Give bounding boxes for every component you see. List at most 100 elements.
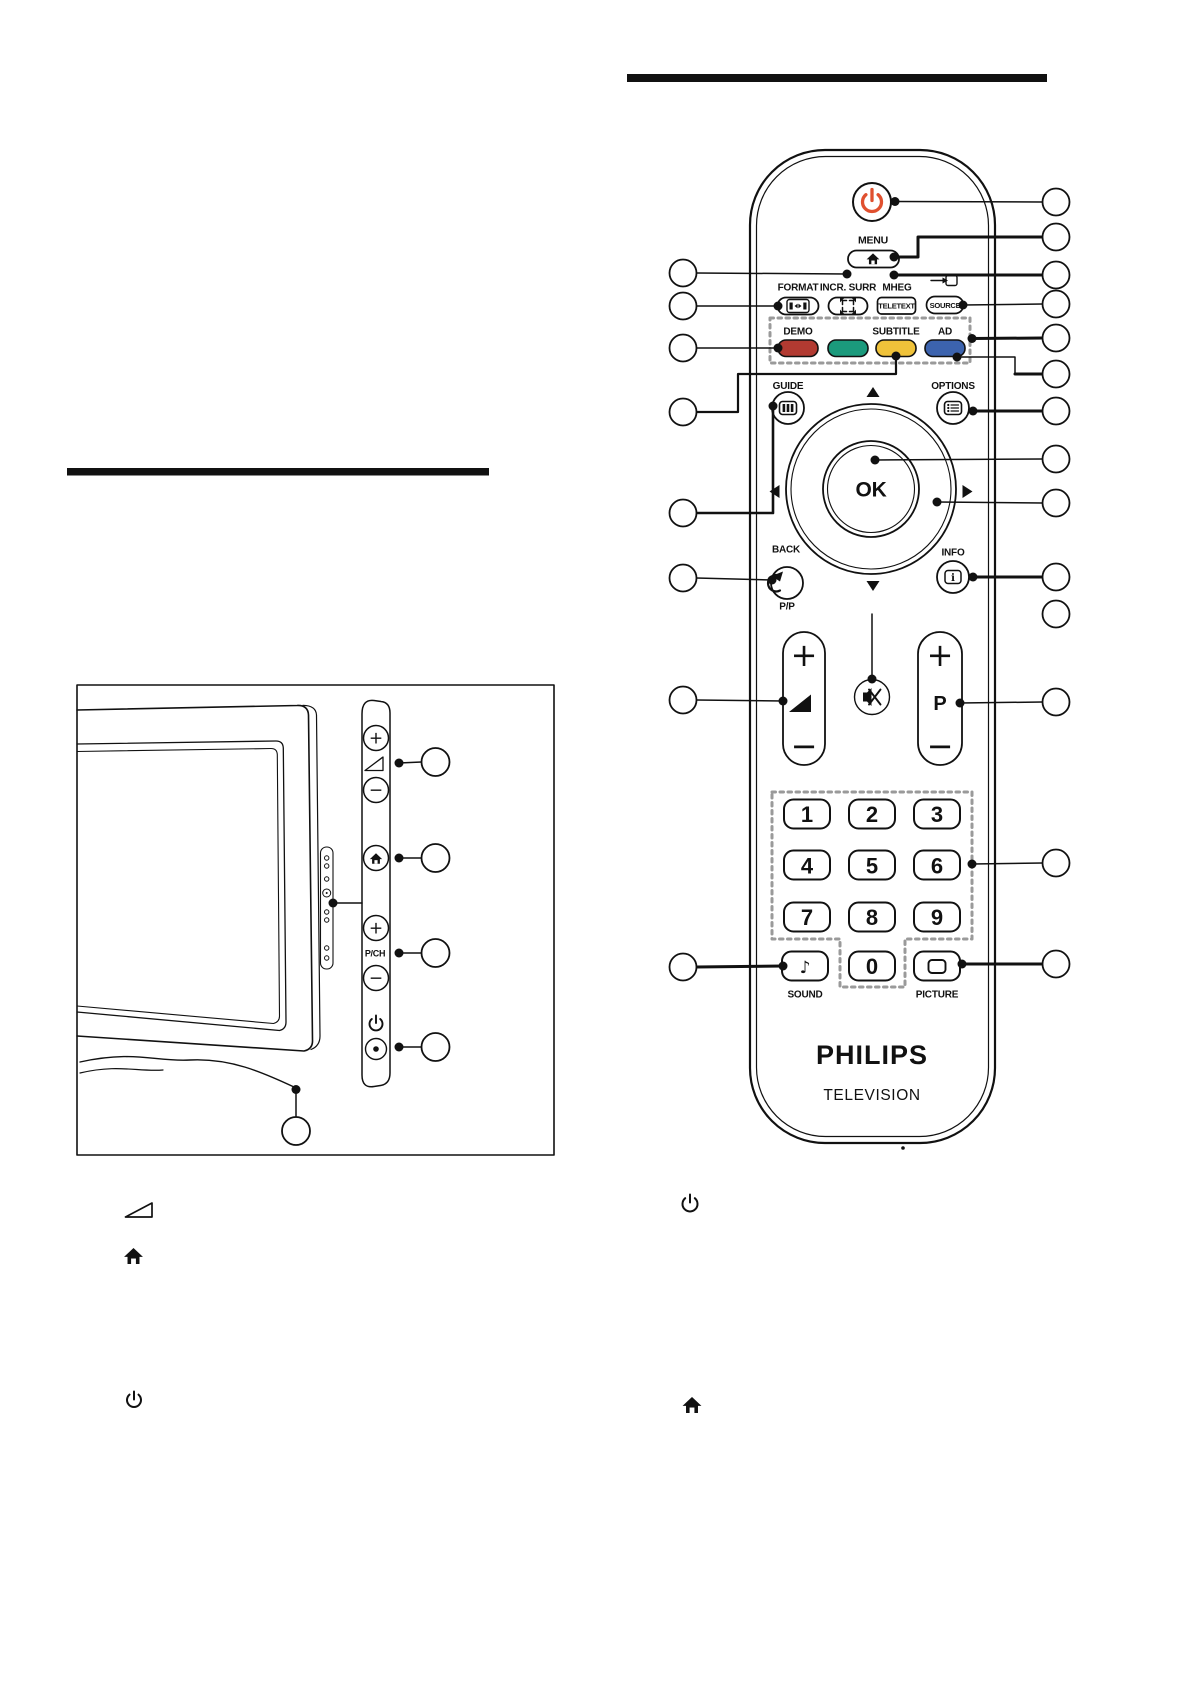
digit-keys [783, 798, 961, 982]
digit-1: 1 [801, 802, 813, 827]
callout-circle [668, 563, 698, 593]
home-legend-icon [124, 1247, 143, 1265]
options-icon [943, 400, 963, 416]
callout-circle [1041, 222, 1071, 252]
sound-note-icon: ♪ [800, 958, 811, 978]
callout-circle [668, 333, 698, 363]
digit-4: 4 [801, 854, 814, 879]
product-name: TELEVISION [823, 1087, 920, 1104]
tv-channel-minus: − [369, 969, 383, 989]
side-control-strip [361, 699, 391, 1088]
up-arrow-icon [866, 387, 880, 397]
tv-volume-plus: + [369, 729, 383, 749]
picture-icon [927, 959, 947, 974]
digit-key-5 [848, 849, 896, 881]
left-section-rule [67, 468, 489, 476]
back-label: BACK [772, 545, 801, 556]
right-arrow-icon [962, 485, 973, 498]
tv-volume-icon [364, 756, 384, 772]
volume-legend-icon [124, 1202, 153, 1218]
brand-logo: PHILIPS [816, 1040, 928, 1070]
tv-callout-circles [281, 747, 451, 1146]
red-key [777, 339, 819, 358]
tv-power-icon [368, 1018, 384, 1032]
program-minus-label: − [927, 727, 954, 765]
digit-key-9 [913, 901, 961, 933]
callout-circle [1041, 187, 1071, 217]
callout-circle [1041, 323, 1071, 353]
digit-5: 5 [866, 854, 878, 879]
tv-volume-up-button [362, 724, 390, 752]
callout-circle [1041, 848, 1071, 878]
tv-channel-down-button [362, 964, 390, 992]
tv-volume-down-button [362, 776, 390, 804]
options-label: OPTIONS [931, 381, 975, 392]
connector-icon [324, 917, 330, 923]
format-icon [786, 298, 810, 314]
format-label: FORMAT [778, 283, 819, 294]
pp-label: P/P [779, 602, 795, 613]
top-section-rule [627, 74, 1047, 82]
picture-label: PICTURE [916, 990, 959, 1001]
connector-icon [324, 863, 330, 869]
connector-icon [324, 855, 330, 861]
power-legend-icon-right [681, 1193, 699, 1213]
digit-key-1 [783, 798, 831, 830]
ok-button-inner [826, 444, 916, 534]
callout-circle [420, 747, 451, 777]
down-arrow-icon [866, 581, 880, 591]
digit-8: 8 [866, 905, 878, 930]
callout-circle [1041, 444, 1071, 474]
callout-circle [668, 498, 698, 528]
subtitle-label: SUBTITLE [872, 327, 920, 338]
tv-pch-label: P/CH [365, 949, 385, 959]
ad-label: AD [938, 327, 952, 338]
connector-icon [324, 909, 330, 915]
callout-circle [1041, 949, 1071, 979]
stray-dot [901, 1146, 905, 1150]
source-button-label: SOURCE [930, 301, 961, 310]
tv-power-button [364, 1037, 388, 1061]
power-legend-icon-left [126, 1390, 142, 1408]
menu-label: MENU [858, 235, 888, 247]
tv-callout-dots [291, 758, 404, 1094]
digit-9: 9 [931, 905, 943, 930]
callout-circle [1041, 687, 1071, 717]
menu-button [847, 249, 900, 269]
connector-icon [324, 955, 330, 961]
green-key [827, 339, 869, 358]
digit-0: 0 [866, 954, 878, 979]
callout-circle [668, 685, 698, 715]
tv-figure: + − + P/CH − [76, 684, 555, 1156]
demo-label: DEMO [783, 327, 813, 338]
digit-key-2 [848, 798, 896, 830]
digit-key-6 [913, 849, 961, 881]
connector-icon [324, 945, 330, 951]
incr-surround-button [827, 296, 869, 316]
number-pad-border [770, 790, 974, 989]
tv-callout-lines [295, 761, 423, 1118]
digit-key-4 [783, 849, 831, 881]
navigation-ring [785, 403, 957, 575]
digit-key-0 [848, 950, 896, 982]
remote-figure: MENU FORMAT INCR. SURR MHEG TELETEXT SOU… [668, 148, 1071, 1150]
tv-channel-plus: + [369, 919, 383, 939]
connector-icon [322, 888, 332, 898]
remote-body-inner [755, 155, 990, 1138]
callout-circle [668, 397, 698, 427]
callout-circle [1041, 562, 1071, 592]
teletext-button [876, 296, 917, 315]
digit-key-7 [783, 901, 831, 933]
volume-icon [789, 694, 811, 712]
program-rocker [917, 631, 963, 766]
sound-label: SOUND [787, 990, 822, 1001]
info-label: INFO [941, 548, 965, 559]
callout-circle [281, 1116, 311, 1146]
ok-label: OK [855, 479, 886, 502]
callout-circle [1041, 289, 1071, 319]
digit-6: 6 [931, 854, 943, 879]
callout-circle [1041, 359, 1071, 389]
callout-circle [420, 1032, 451, 1062]
options-button [936, 391, 970, 425]
